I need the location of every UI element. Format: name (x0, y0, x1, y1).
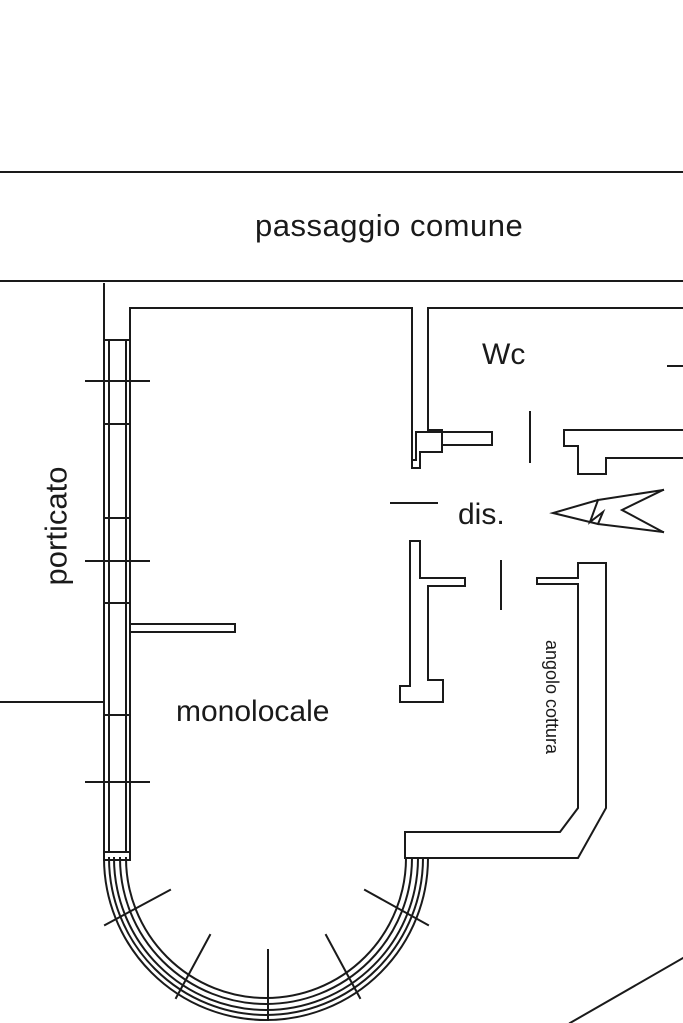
entrance-arrow-icon (549, 488, 665, 534)
portico-label: porticato (38, 466, 74, 586)
door-stubs (390, 411, 531, 610)
bay-window (102, 851, 430, 1021)
partition-walls (399, 540, 607, 859)
wc-walls (411, 307, 683, 475)
kitchen-corner-label: angolo cottura (542, 639, 562, 755)
hallway-label: dis. (458, 498, 505, 531)
passage-lines (0, 171, 683, 282)
passage-label: passaggio comune (255, 208, 524, 243)
window-frames (85, 380, 236, 783)
exterior-walls (0, 283, 683, 853)
wc-label: Wc (482, 338, 526, 371)
studio-label: monolocale (176, 695, 330, 728)
diagonal-line (568, 956, 683, 1023)
